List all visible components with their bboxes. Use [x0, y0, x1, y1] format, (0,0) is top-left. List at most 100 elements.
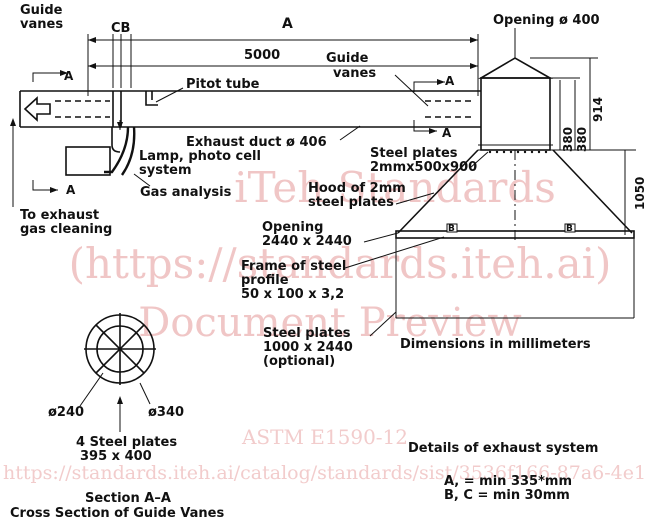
- lamp-system: [65, 120, 151, 187]
- dimensions-note: Dimensions in millimeters: [400, 337, 591, 352]
- stack-cylinder: [480, 77, 551, 151]
- hood-right-side: [552, 149, 633, 234]
- arrowhead: [60, 70, 68, 76]
- rivets: [488, 150, 548, 154]
- guide-vanes-right-label-2: vanes: [333, 66, 376, 81]
- section-a-lr: A: [442, 126, 452, 140]
- arrowhead: [88, 63, 96, 69]
- watermark-line-4: ASTM E1590-12: [241, 425, 408, 449]
- arrowhead: [10, 118, 16, 126]
- gas-analysis-box: [65, 146, 111, 176]
- section-arrow-lr: [413, 120, 437, 132]
- leader-steel-optional: [369, 311, 397, 337]
- gas-sampling-line-2: [121, 126, 136, 176]
- pitot-tube-label: Pitot tube: [186, 77, 260, 92]
- leader-340: [139, 382, 151, 405]
- marker-b-label-2: B: [566, 224, 573, 234]
- requirement-a: A, = min 335*mm: [444, 474, 572, 489]
- section-arrow-ul: [32, 72, 68, 82]
- diameter-240-label: ø240: [48, 405, 84, 420]
- section-arrow-ur: [413, 81, 445, 92]
- arrowhead: [117, 396, 123, 404]
- watermark-line-5: https://standards.iteh.ai/catalog/standa…: [3, 462, 647, 484]
- watermark: iTeh Standards (https://standards.iteh.a…: [3, 163, 647, 484]
- marker-b-label: B: [448, 224, 455, 234]
- to-exhaust-label-2: gas cleaning: [20, 222, 112, 237]
- leader-frame: [344, 236, 445, 269]
- four-plates-label-2: 395 x 400: [80, 449, 152, 464]
- exhaust-duct: [19, 87, 481, 128]
- steel-optional-label: Steel plates: [263, 326, 351, 341]
- frame-label-3: 50 x 100 x 3,2: [241, 287, 344, 302]
- guide-vanes-right-label: Guide: [326, 51, 369, 66]
- dim-380a-label: 380: [561, 127, 575, 152]
- steel-plates-label-2: 2mmx500x900: [370, 160, 477, 175]
- guide-vanes-cross-section: [79, 313, 156, 432]
- steel-plates-label: Steel plates: [370, 146, 458, 161]
- section-a-ur: A: [445, 74, 455, 88]
- leader-steel-plates: [469, 151, 489, 169]
- section-title: Section A–A: [85, 491, 171, 506]
- opening-label: Opening: [262, 220, 323, 235]
- hood-label-2: steel plates: [308, 195, 394, 210]
- top-dimensions: [87, 34, 479, 96]
- section-a-ll: A: [66, 183, 76, 197]
- dim-5000-label: 5000: [244, 48, 280, 63]
- a-top-label: A: [282, 16, 293, 32]
- cb-label: CB: [111, 21, 130, 36]
- dim-380b-label: 380: [575, 127, 589, 152]
- watermark-line-3: Document Preview: [138, 300, 521, 346]
- lamp-pipe: [111, 127, 121, 153]
- lamp-label-2: system: [139, 163, 192, 178]
- steel-optional-label-3: (optional): [263, 354, 335, 369]
- stack-cone: [478, 57, 554, 79]
- lamp-label: Lamp, photo cell: [139, 149, 261, 164]
- requirement-bc: B, C = min 30mm: [444, 488, 570, 503]
- marker-b-box-2: [564, 223, 576, 233]
- leader-240: [79, 372, 104, 407]
- opening-label-2: 2440 x 2440: [262, 234, 352, 249]
- hood: B B: [395, 149, 635, 319]
- to-exhaust-label: To exhaust: [20, 208, 99, 223]
- section-a-ul: A: [64, 69, 74, 83]
- right-dimensions: [530, 57, 636, 235]
- leader-gas-analysis: [133, 173, 151, 187]
- leader-pitot: [155, 87, 184, 103]
- guide-vanes-left-label-2: vanes: [20, 17, 63, 32]
- hood-left-side: [397, 149, 479, 234]
- pitot-tube: [145, 91, 158, 106]
- dim-1050-label: 1050: [633, 177, 647, 210]
- arrowhead: [437, 79, 445, 85]
- frame-label: Frame of steel: [241, 259, 346, 274]
- leader-exhaust-duct: [339, 125, 361, 141]
- frame-label-2: profile: [241, 273, 289, 288]
- watermark-line-1: iTeh Standards: [234, 163, 556, 212]
- hood-label: Hood of 2mm: [308, 181, 406, 196]
- outlet-arrow: [23, 96, 51, 122]
- steel-optional-label-2: 1000 x 2440: [263, 340, 353, 355]
- watermark-line-2: (https://standards.iteh.ai): [69, 239, 612, 288]
- leader-opening: [363, 232, 399, 243]
- four-plates-label: 4 Steel plates: [76, 435, 177, 450]
- exhaust-stack: [478, 28, 554, 240]
- section-markers: A A A A: [32, 69, 455, 197]
- arrowhead: [470, 63, 478, 69]
- vane-diagonal-2: [95, 324, 145, 374]
- gas-analysis-label: Gas analysis: [140, 185, 232, 200]
- steel-frame: [395, 230, 635, 239]
- arrowhead: [88, 37, 96, 43]
- details-title: Details of exhaust system: [408, 441, 598, 456]
- guide-vanes-left-label: Guide: [20, 3, 63, 18]
- marker-b-box: [446, 223, 458, 233]
- opening-400-label: Opening ø 400: [493, 13, 600, 28]
- section-arrow-ll: [32, 180, 58, 191]
- arrowhead: [470, 37, 478, 43]
- gas-sampling-line: [104, 126, 130, 174]
- dim-914-label: 914: [591, 97, 605, 122]
- leader-hood: [395, 192, 435, 205]
- exhaust-duct-label: Exhaust duct ø 406: [186, 135, 327, 150]
- arrowhead: [117, 122, 123, 130]
- arrowhead: [50, 187, 58, 193]
- diameter-340-label: ø340: [148, 405, 184, 420]
